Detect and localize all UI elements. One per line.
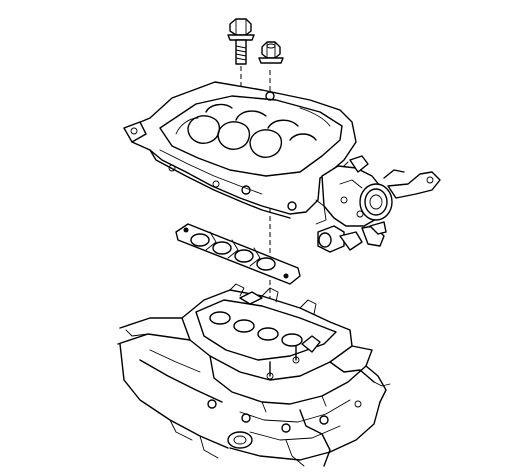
throttle-body <box>315 155 441 253</box>
lower-intake-manifold <box>181 283 353 381</box>
flange-nut <box>258 41 284 64</box>
intake-manifold <box>123 81 357 219</box>
cylinder-head <box>117 317 391 467</box>
flange-bolt <box>227 18 255 65</box>
manifold-gasket <box>175 223 301 285</box>
